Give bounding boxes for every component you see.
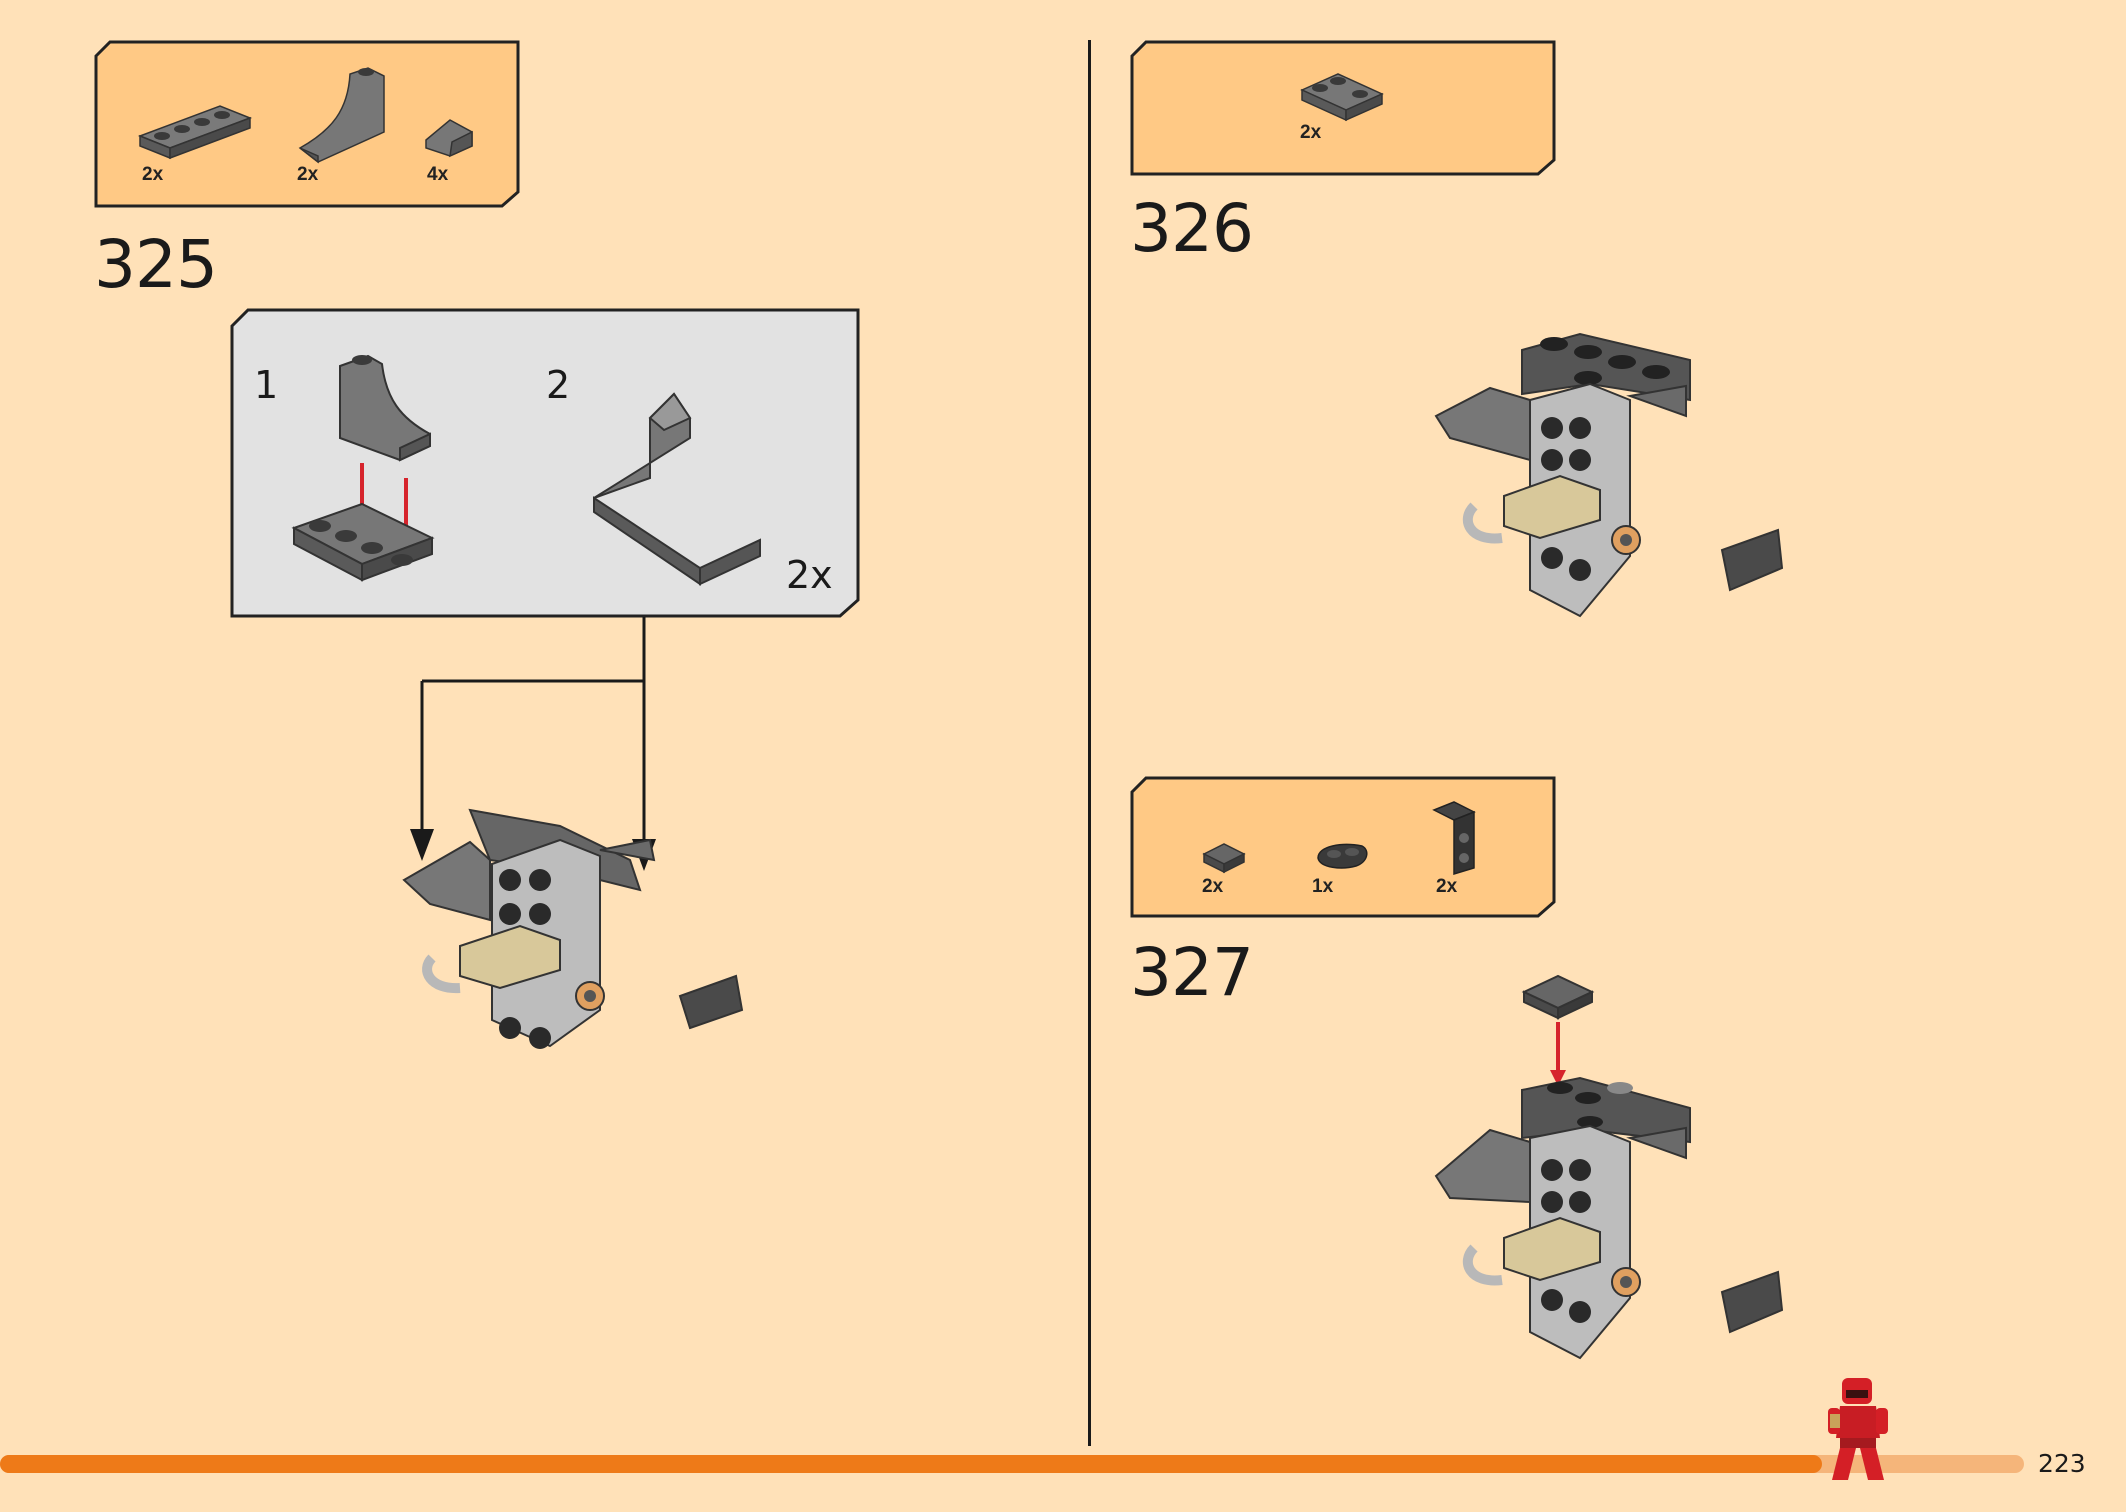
step-number: 326 bbox=[1130, 190, 1254, 267]
page-number: 223 bbox=[2038, 1449, 2086, 1478]
part-qty: 2x bbox=[297, 164, 319, 185]
part-qty: 2x bbox=[1202, 876, 1224, 897]
bracket-icon bbox=[1432, 801, 1476, 876]
step-number: 327 bbox=[1130, 934, 1254, 1011]
step-number: 325 bbox=[94, 226, 218, 303]
cheese-slope-icon bbox=[425, 119, 473, 158]
part-qty: 2x bbox=[142, 164, 164, 185]
parts-box-step-325: 2x 2x 4x bbox=[94, 40, 520, 208]
ninja-minifigure-icon bbox=[1828, 1378, 1888, 1480]
parts-box-step-326: 2x bbox=[1130, 40, 1556, 176]
substep-2-label: 2 bbox=[546, 363, 571, 407]
progress-bar bbox=[0, 1455, 1822, 1473]
step-325-model bbox=[402, 808, 744, 1049]
substep-1-illustration bbox=[291, 354, 435, 582]
part-qty: 4x bbox=[427, 164, 449, 185]
part-qty: 2x bbox=[1300, 122, 1322, 143]
step-327-model bbox=[1434, 974, 1784, 1360]
page-divider bbox=[1088, 40, 1091, 1446]
tile-1x1-icon bbox=[1202, 843, 1246, 874]
parts-box-step-327: 2x 1x 2x bbox=[1130, 776, 1556, 918]
part-qty: 2x bbox=[1436, 876, 1458, 897]
parts-box-frame bbox=[94, 40, 520, 208]
callout-multiplier: 2x bbox=[786, 553, 833, 597]
plate-corner-icon bbox=[1300, 73, 1384, 122]
substep-2-illustration bbox=[593, 392, 761, 586]
substep-1-label: 1 bbox=[254, 363, 279, 407]
step-326-model bbox=[1434, 332, 1784, 618]
callout-box: 1 2 2x bbox=[230, 308, 860, 618]
plate-1x4-icon bbox=[137, 105, 253, 160]
plate-round-icon bbox=[1317, 843, 1368, 869]
part-qty: 1x bbox=[1312, 876, 1334, 897]
curved-slope-icon bbox=[298, 67, 385, 164]
